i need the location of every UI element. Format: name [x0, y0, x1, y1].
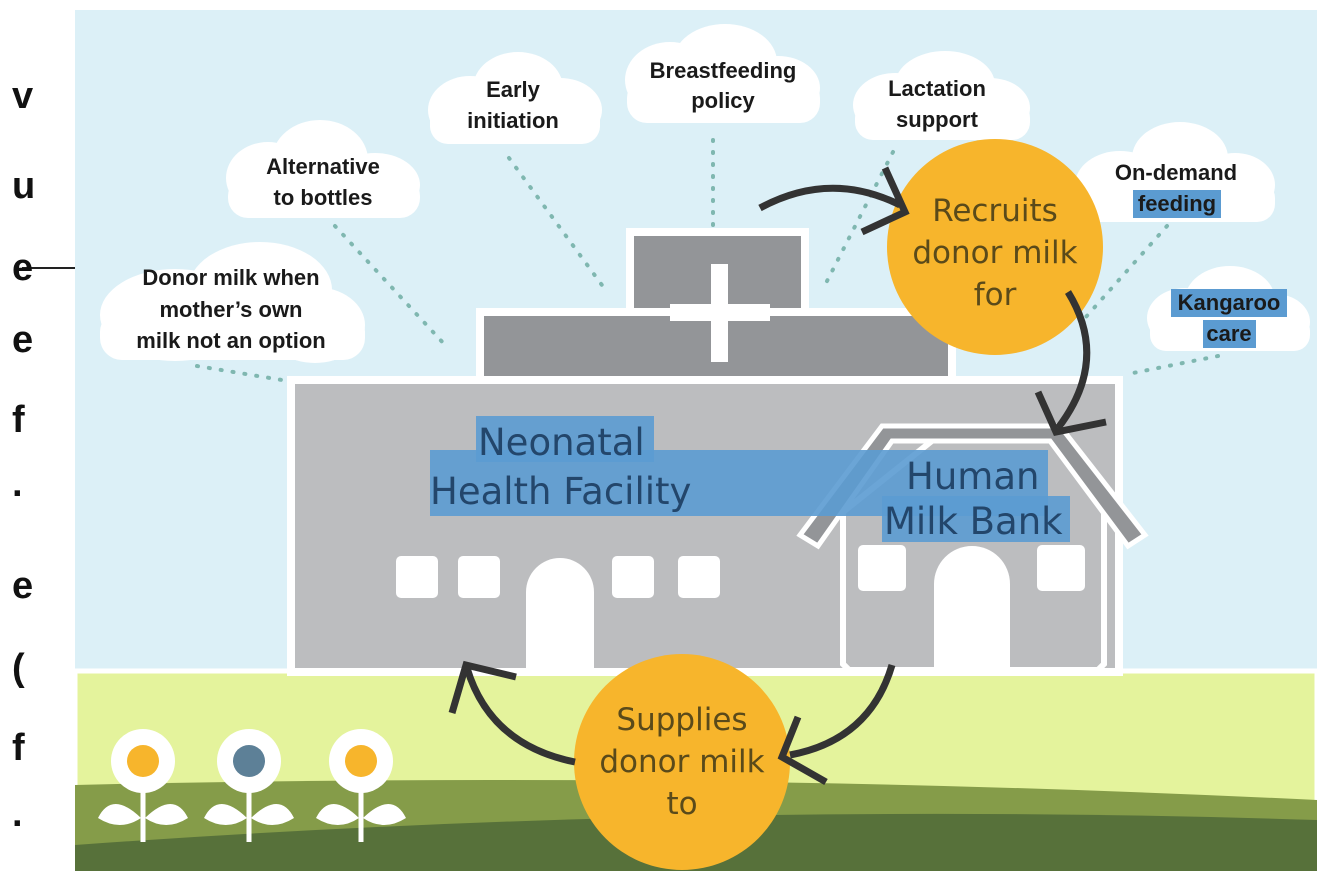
window	[678, 556, 720, 598]
arrow-to-milk-bank-head	[1034, 390, 1107, 436]
edge-glyph-1: ᴠ	[12, 75, 33, 117]
left-edge-cropped-text: ᴠ u e e f · e ( f .	[12, 75, 75, 835]
cloud-lactation	[853, 51, 1030, 140]
flowers	[98, 729, 406, 842]
label-highlights	[430, 416, 1070, 542]
cloud-alternative-line1: Alternative	[266, 154, 380, 179]
arrow-to-recruits-head	[860, 166, 910, 236]
circle-recruits-line2: donor milk	[912, 235, 1077, 271]
highlight-milk-bank	[882, 496, 1070, 542]
cloud-early	[428, 52, 602, 144]
edge-glyph-8: (	[12, 647, 25, 689]
cloud-kangaroo-line1: Kangaroo	[1178, 290, 1281, 315]
cloud-donor-milk-line2: mother’s own	[159, 297, 302, 322]
label-health-facility: Health Facility	[430, 470, 691, 513]
cloud-donor-milk-line1: Donor milk when	[142, 265, 319, 290]
window	[458, 556, 500, 598]
circle-supplies-line1: Supplies	[616, 702, 747, 738]
highlight-care	[1203, 320, 1256, 348]
arrow-to-supplies-head	[777, 715, 828, 786]
cloud-policy-line1: Breastfeeding	[650, 58, 797, 83]
flower-2	[204, 729, 294, 842]
cloud-early-line2: initiation	[467, 108, 559, 133]
cloud-policy	[625, 24, 820, 123]
cloud-lactation-line1: Lactation	[888, 76, 986, 101]
flower-1	[98, 729, 188, 842]
arrow-to-milk-bank	[1055, 290, 1091, 431]
edge-glyph-3: e	[12, 247, 33, 289]
dots-donor	[195, 364, 284, 382]
arrow-to-supplies	[789, 664, 896, 759]
label-milk-bank: Milk Bank	[884, 500, 1063, 543]
cloud-alternative-line2: to bottles	[274, 185, 373, 210]
edge-glyph-10: .	[12, 793, 23, 835]
cloud-on-demand-line2: feeding	[1138, 191, 1216, 216]
window	[1037, 545, 1085, 591]
flower-3	[316, 729, 406, 842]
cloud-donor-milk-line3: milk not an option	[136, 328, 325, 353]
hospital-cross-icon	[670, 264, 770, 362]
arrow-to-facility	[463, 666, 576, 766]
dots-lactation	[823, 150, 895, 287]
dotted-connectors	[195, 138, 1220, 382]
window	[612, 556, 654, 598]
milk-bank-door	[934, 546, 1010, 670]
edge-glyph-7: e	[12, 565, 33, 607]
cloud-donor-milk	[100, 242, 365, 363]
cloud-alternative	[226, 120, 420, 218]
arrow-to-facility-head	[448, 660, 517, 714]
cloud-kangaroo-line2: care	[1206, 321, 1251, 346]
label-neonatal: Neonatal	[478, 421, 645, 464]
cloud-policy-line2: policy	[691, 88, 755, 113]
cloud-early-line1: Early	[486, 77, 541, 102]
edge-glyph-4: e	[12, 319, 33, 361]
circle-supplies-line2: donor milk	[599, 744, 764, 780]
highlight-feeding	[1133, 190, 1221, 218]
edge-glyph-5: f	[12, 399, 25, 441]
cycle-arrows	[448, 166, 1107, 786]
label-human: Human	[906, 455, 1039, 498]
cloud-lactation-line2: support	[896, 107, 979, 132]
circle-recruits-line3: for	[974, 277, 1017, 313]
hospital-door	[526, 558, 594, 672]
arrow-to-recruits	[758, 184, 902, 212]
circle-recruits-line1: Recruits	[932, 193, 1058, 229]
circle-supplies-line3: to	[666, 786, 697, 822]
circle-recruits	[887, 139, 1103, 355]
dots-on-demand	[1083, 224, 1169, 320]
edge-glyph-6: ·	[12, 473, 25, 515]
window	[396, 556, 438, 598]
highlight-kangaroo	[1171, 289, 1287, 317]
clouds	[100, 24, 1310, 363]
edge-glyph-2: u	[12, 165, 35, 207]
edge-glyph-9: f	[12, 727, 25, 769]
cloud-on-demand-line1: On-demand	[1115, 160, 1237, 185]
dots-early	[507, 156, 609, 294]
circle-supplies	[574, 654, 790, 870]
window	[858, 545, 906, 591]
